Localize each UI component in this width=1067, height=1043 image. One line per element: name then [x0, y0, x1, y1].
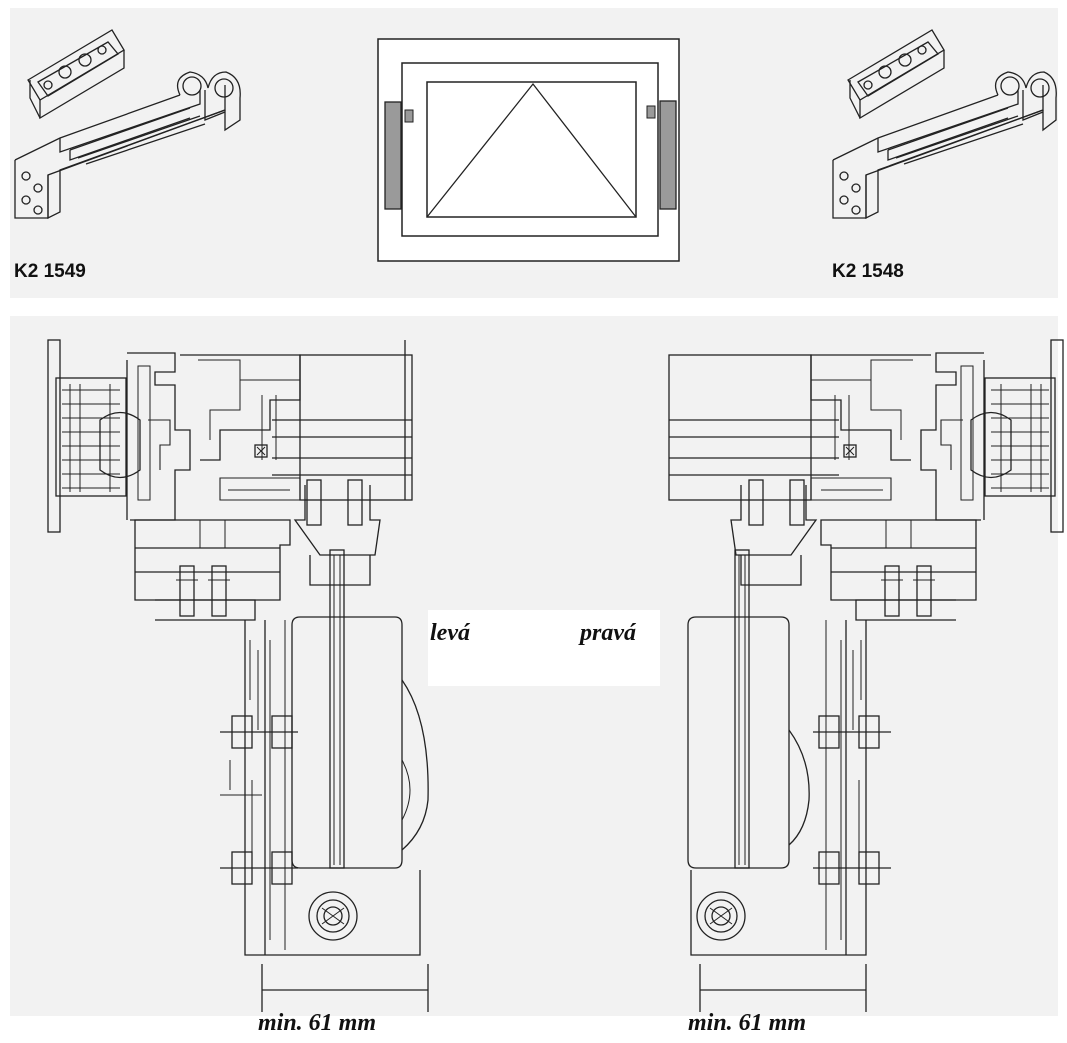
window-elevation-diagram [377, 38, 680, 262]
dimension-label-left: min. 61 mm [258, 1010, 377, 1036]
part-code-left: K2 1549 [14, 261, 86, 282]
bracket-right-drawing [832, 29, 1057, 220]
part-code-right: K2 1548 [832, 261, 904, 282]
side-label-left: levá [430, 620, 470, 646]
section-left-drawing [47, 339, 429, 1012]
side-label-box [428, 610, 660, 686]
side-label-right: pravá [580, 620, 636, 646]
section-right-drawing [668, 339, 1064, 1012]
dimension-label-right: min. 61 mm [688, 1010, 807, 1036]
bracket-left-drawing [14, 29, 241, 220]
